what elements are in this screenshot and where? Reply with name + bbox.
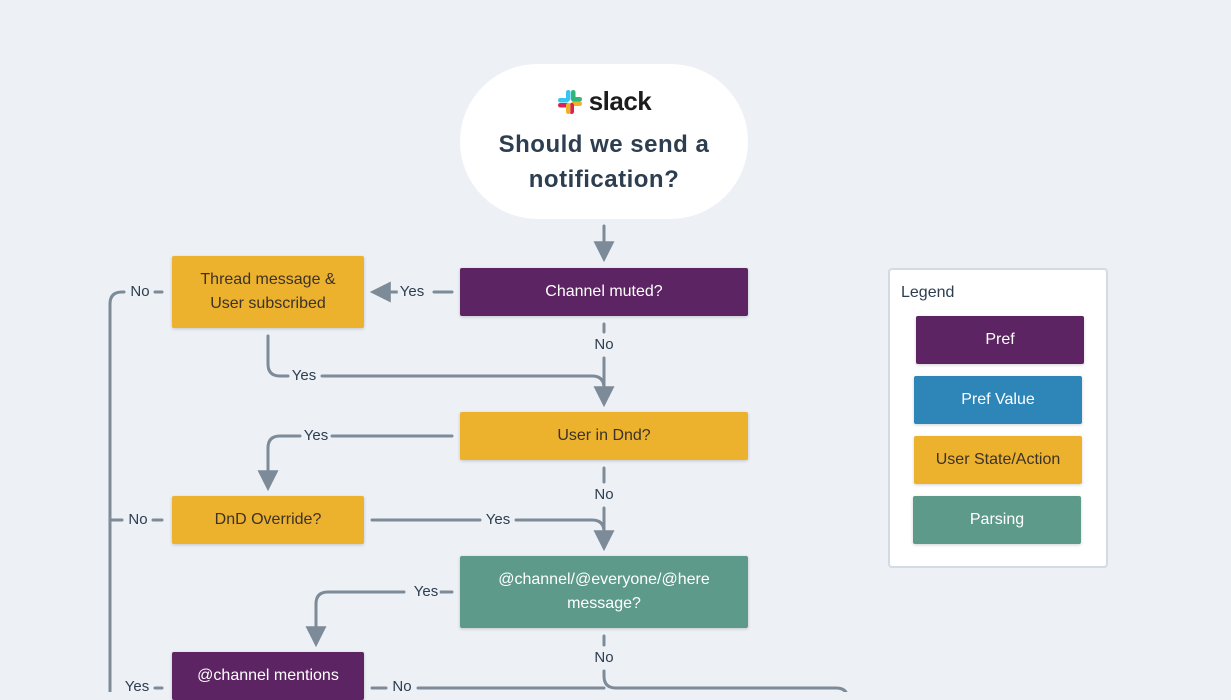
node-channel-muted-label: Channel muted? [545,283,663,300]
edge-label-no-thread: No [128,283,152,301]
legend-title: Legend [901,284,955,301]
node-thread-subscribed: Thread message & User subscribed [172,256,364,328]
edge-override-yes [370,518,606,534]
node-channel-mentions: @channel mentions [172,652,364,700]
slack-brand: slack [557,86,652,117]
legend-item-pref-value-label: Pref Value [961,391,1035,408]
edge-label-no-everyone: No [592,649,616,667]
legend-item-user-state-action-label: User State/Action [935,451,1061,468]
start-node: slack Should we send a notification? [460,64,748,219]
edge-label-yes-thread: Yes [289,367,319,385]
node-channel-everyone-here-label: @channel/@everyone/@here message? [498,571,710,612]
edge-label-yes-everyone: Yes [411,583,441,601]
node-dnd-override: DnD Override? [172,496,364,544]
start-question: Should we send a notification? [498,131,710,193]
slack-logo-icon [557,89,582,114]
node-dnd-override-label: DnD Override? [214,511,322,528]
edge-dnd-yes [268,434,454,487]
legend-item-pref-label: Pref [985,331,1015,348]
edge-label-no-override: No [126,511,150,529]
edge-label-no-mentions: No [390,678,414,696]
legend-item-parsing-label: Parsing [969,511,1025,528]
edge-everyone-yes [316,590,454,643]
legend-item-pref-value: Pref Value [914,376,1082,424]
legend-panel: Legend Pref Pref Value User State/Action… [888,268,1108,568]
legend-item-user-state-action: User State/Action [914,436,1082,484]
node-channel-everyone-here: @channel/@everyone/@here message? [460,556,748,628]
edge-everyone-no [602,634,848,692]
edge-label-yes-mentions: Yes [122,678,152,696]
edge-left-trunk [108,290,126,692]
node-channel-muted: Channel muted? [460,268,748,316]
edge-label-no-dnd: No [592,486,616,504]
legend-item-pref: Pref [916,316,1084,364]
legend-item-parsing: Parsing [913,496,1081,544]
slack-wordmark: slack [588,86,652,116]
edge-label-yes-override: Yes [483,511,513,529]
node-thread-subscribed-label: Thread message & User subscribed [200,271,336,312]
node-user-in-dnd: User in Dnd? [460,412,748,460]
edge-label-no-muted: No [592,336,616,354]
node-user-in-dnd-label: User in Dnd? [557,427,651,444]
edge-label-yes-dnd: Yes [301,427,331,445]
edge-thread-yes [266,334,606,390]
node-channel-mentions-label: @channel mentions [197,667,339,684]
edge-label-yes-muted: Yes [397,283,427,301]
